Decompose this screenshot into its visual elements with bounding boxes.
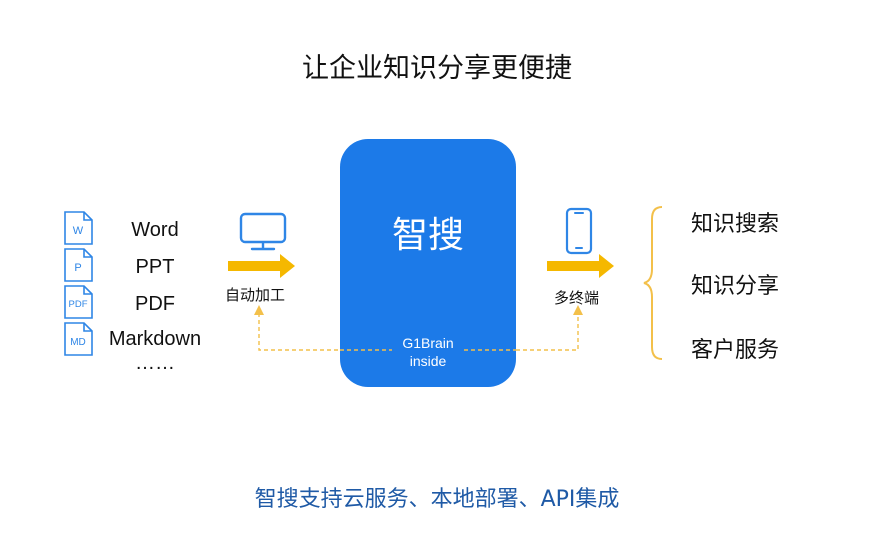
delivery-label: 多终端 bbox=[554, 289, 600, 307]
format-more-ellipsis: …… bbox=[135, 352, 175, 374]
core-title: 智搜 bbox=[391, 215, 464, 256]
inside-line-1: G1Brain bbox=[402, 335, 454, 351]
page-title: 让企业知识分享更便捷 bbox=[302, 53, 572, 84]
markdown-file-icon: MD bbox=[64, 322, 93, 356]
output-brace bbox=[643, 206, 663, 360]
output-knowledge-share: 知识分享 bbox=[691, 274, 780, 299]
format-label-pdf: PDF bbox=[135, 293, 175, 315]
zhisou-core-block bbox=[340, 139, 516, 387]
ppt-file-icon: P bbox=[64, 248, 93, 282]
core-inside-divider bbox=[340, 349, 516, 351]
pdf-file-icon: PDF bbox=[64, 285, 93, 319]
processing-label: 自动加工 bbox=[225, 286, 286, 304]
word-file-icon: W bbox=[64, 211, 93, 245]
ppt-icon-text: P bbox=[74, 262, 81, 274]
output-customer-service: 客户服务 bbox=[691, 338, 780, 363]
format-label-ppt: PPT bbox=[135, 256, 175, 278]
input-arrow bbox=[228, 254, 295, 278]
monitor-icon bbox=[239, 212, 287, 251]
pdf-icon-text: PDF bbox=[69, 299, 88, 310]
word-icon-text: W bbox=[73, 225, 84, 237]
inside-line-2: inside bbox=[409, 353, 447, 369]
markdown-icon-text: MD bbox=[70, 337, 86, 348]
g1brain-inside-badge: G1Brain inside bbox=[340, 334, 516, 370]
format-label-word: Word bbox=[131, 219, 179, 241]
smartphone-icon bbox=[565, 207, 593, 255]
output-arrow bbox=[547, 254, 614, 278]
output-knowledge-search: 知识搜索 bbox=[691, 212, 780, 237]
footer-caption: 智搜支持云服务、本地部署、API集成 bbox=[254, 487, 620, 512]
format-label-markdown: Markdown bbox=[108, 328, 202, 350]
